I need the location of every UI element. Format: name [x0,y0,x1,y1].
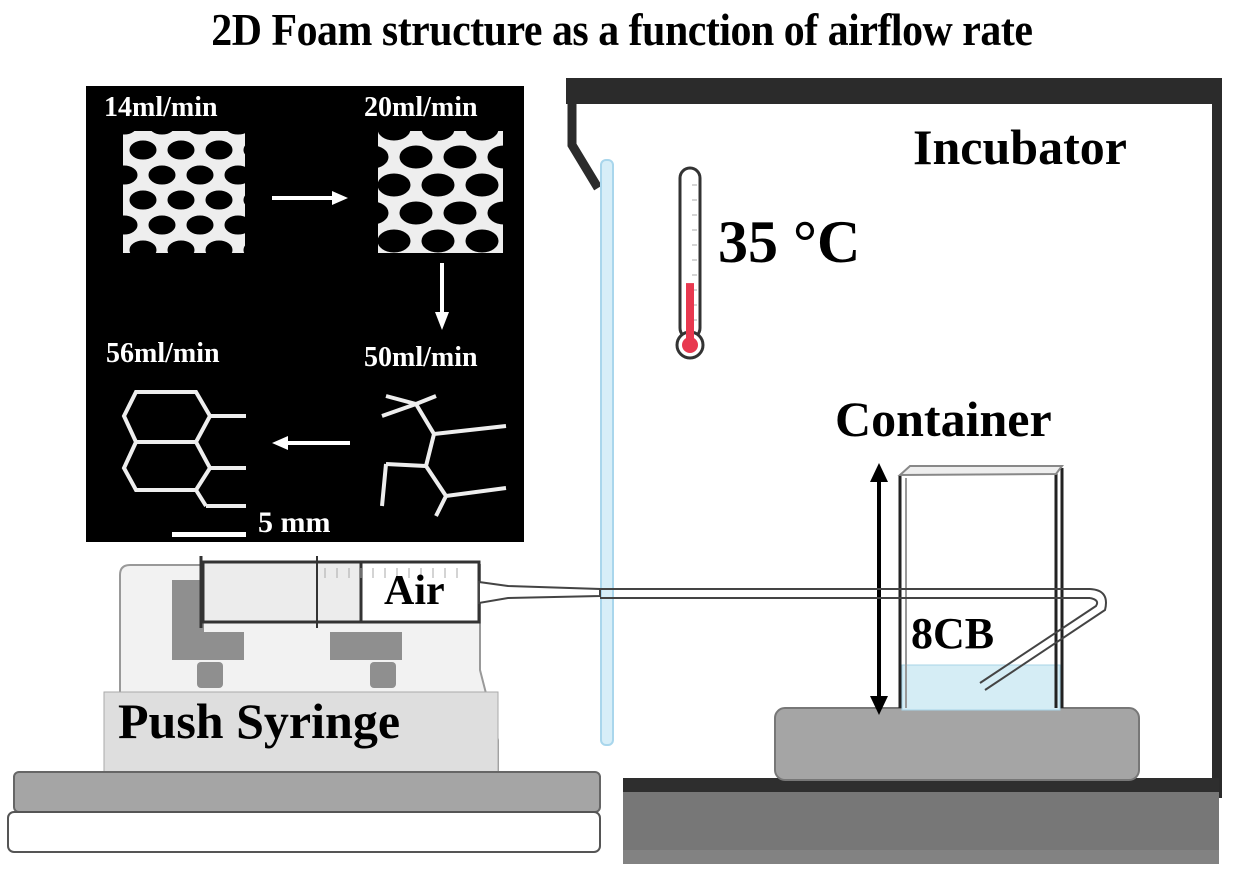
foam-image-56 [121,390,246,508]
foam-images [121,131,507,537]
right-arrow-icon [272,191,348,205]
heating-stage [774,707,1140,781]
flow-rate-label: 50ml/min [364,342,478,373]
foam-inset-panel: 14ml/min 20ml/min 50ml/min 56ml/min 5 mm [86,86,524,542]
incubator-door-hinge [567,104,602,191]
thermometer-icon [675,166,705,360]
container [897,465,1064,711]
pump-label: Push Syringe [118,693,401,749]
incubator-right-wall [1212,78,1222,798]
scale-bar [172,532,246,537]
scale-bar-label: 5 mm [258,506,331,539]
flow-rate-label: 14ml/min [104,92,218,123]
container-label: Container [835,391,1052,447]
incubator-floor-edge [623,778,1219,792]
liquid-label: 8CB [911,609,995,658]
incubator-glass-door [600,159,614,746]
air-tube [600,588,1107,691]
left-arrow-icon [272,436,350,450]
foam-image-50 [380,392,507,517]
syringe-content-label: Air [384,568,445,614]
incubator-label: Incubator [913,119,1127,175]
down-arrow-icon [435,263,449,330]
incubator [566,78,1222,864]
flow-rate-label: 20ml/min [364,92,478,123]
figure-title: 2D Foam structure as a function of airfl… [211,5,1033,55]
thermometer-level [686,283,694,345]
flow-rate-label: 56ml/min [106,338,220,369]
temperature-label: 35 °C [718,209,861,275]
incubator-top-wall [566,78,1222,104]
syringe [199,556,601,628]
liquid-8cb [901,664,1061,711]
